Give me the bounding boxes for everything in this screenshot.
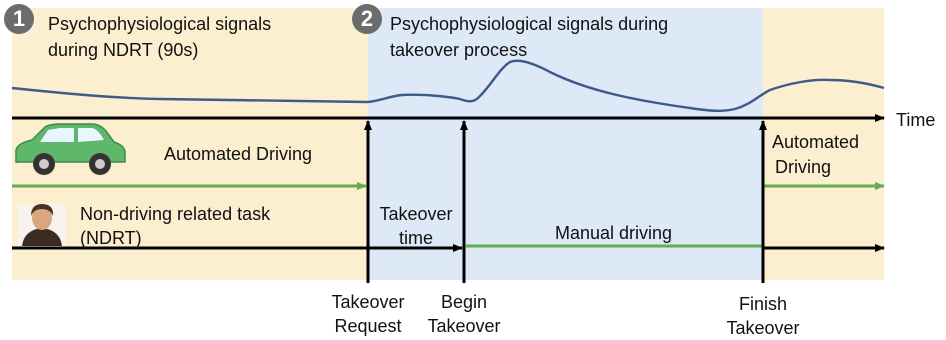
automated-driving-label: Automated Driving (164, 144, 313, 164)
phase-1-title-line1: Psychophysiological signals (48, 14, 272, 34)
takeover-phase-background (368, 8, 763, 280)
ndrt-label-line1: Non-driving related task (80, 204, 271, 224)
phase-1-badge: 1 (4, 4, 34, 34)
phase-2-title-line2: takeover process (390, 40, 528, 60)
phase-1-title-line2: during NDRT (90s) (48, 40, 199, 60)
person-icon (18, 204, 66, 246)
phase-2-badge: 2 (352, 4, 382, 34)
takeover-time-label-line2: time (398, 228, 433, 248)
takeover-request-label-line2: Request (334, 316, 402, 336)
finish-takeover-label-line2: Takeover (726, 318, 800, 338)
time-axis-label: Time (896, 110, 936, 130)
finish-takeover-label-line1: Finish (738, 294, 787, 314)
automated-driving-end-label-line2: Driving (775, 157, 832, 177)
ndrt-label-line2: (NDRT) (80, 228, 142, 248)
automated-driving-end-label-line1: Automated (772, 132, 860, 152)
takeover-request-label-line1: Takeover (331, 292, 405, 312)
signal-curve (11, 59, 885, 112)
manual-driving-label: Manual driving (555, 223, 673, 243)
begin-takeover-label-line2: Takeover (427, 316, 501, 336)
takeover-time-label-line1: Takeover (379, 204, 453, 224)
begin-takeover-label-line1: Begin (440, 292, 488, 312)
post-takeover-background (763, 8, 884, 280)
phase-2-title-line1: Psychophysiological signals during (390, 14, 669, 34)
car-icon (15, 123, 126, 175)
